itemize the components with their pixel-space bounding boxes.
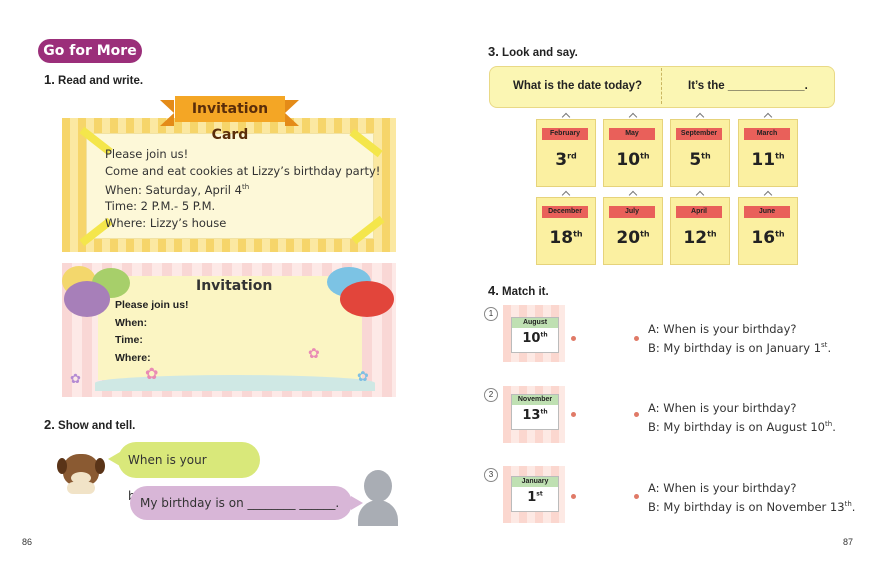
match-calendar-card: August 10th: [503, 305, 565, 362]
invitation-card-paper: [86, 133, 374, 239]
balloon-icon: [340, 281, 394, 317]
page-number: 87: [843, 537, 854, 547]
invitation-fields: Please join us! When: Time: Where:: [115, 299, 189, 364]
calendar-card: September 5th: [670, 112, 730, 187]
divider: [661, 68, 662, 104]
flower-icon: ✿: [357, 368, 369, 384]
match-dot-left[interactable]: [571, 412, 576, 417]
invitation-paper: [98, 276, 362, 380]
match-dot-right[interactable]: [634, 412, 639, 417]
flower-icon: ✿: [70, 371, 81, 386]
match-dot-left[interactable]: [571, 494, 576, 499]
flower-icon: ✿: [145, 366, 159, 383]
match-calendar-card: November 13th: [503, 386, 565, 443]
date-question: What is the date today?: [513, 80, 643, 92]
calendar-card: March 11th: [738, 112, 798, 187]
calendar-card: May 10th: [603, 112, 663, 187]
person-icon: [356, 470, 400, 526]
section-1-heading: 1. Read and write.: [44, 72, 144, 87]
match-dot-right[interactable]: [634, 494, 639, 499]
ribbon-tail-right: [285, 100, 299, 126]
invitation-card-title: Invitation Card: [175, 96, 285, 143]
dialogue-1: A: When is your birthday? B: My birthday…: [648, 322, 832, 355]
flower-icon: ✿: [308, 345, 320, 361]
section-3-heading: 3. Look and say.: [488, 44, 578, 59]
calendar-card: December 18th: [536, 190, 596, 265]
dialogue-2: A: When is your birthday? B: My birthday…: [648, 401, 836, 434]
invitation-card-text: Please join us! Come and eat cookies at …: [105, 147, 381, 230]
question-bubble: When is your birthday?: [118, 442, 260, 503]
invitation-title: Invitation: [196, 278, 273, 294]
match-dot-right[interactable]: [634, 336, 639, 341]
item-number: 1: [484, 307, 498, 321]
calendar-card: July 20th: [603, 190, 663, 265]
calendar-card: April 12th: [670, 190, 730, 265]
page-number: 86: [22, 537, 33, 547]
section-4-heading: 4. Match it.: [488, 283, 549, 298]
calendar-card: February 3rd: [536, 112, 596, 187]
dog-icon: [57, 450, 105, 494]
invitation-floor: [95, 375, 375, 391]
match-calendar-card: January 1st: [503, 466, 565, 523]
go-for-more-badge: Go for More: [38, 39, 142, 63]
ribbon-tail-left: [160, 100, 174, 126]
item-number: 3: [484, 468, 498, 482]
answer-bubble: My birthday is on ________ ______.: [130, 486, 352, 520]
look-and-say-bar: [489, 66, 835, 108]
match-dot-left[interactable]: [571, 336, 576, 341]
date-answer: It’s the ____________.: [688, 80, 808, 92]
bubble-pointer: [108, 452, 120, 466]
calendar-card: June 16th: [738, 190, 798, 265]
balloon-icon: [64, 281, 110, 317]
item-number: 2: [484, 388, 498, 402]
bubble-pointer: [351, 496, 363, 510]
dialogue-3: A: When is your birthday? B: My birthday…: [648, 481, 856, 514]
section-2-heading: 2. Show and tell.: [44, 417, 136, 432]
